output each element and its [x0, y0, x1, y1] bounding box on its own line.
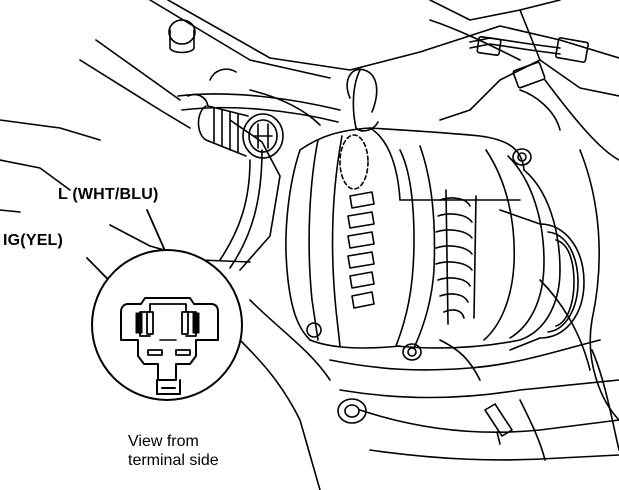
connector-latch — [156, 379, 181, 395]
terminal-l-slot — [192, 312, 200, 334]
view-caption: View from terminal side — [128, 432, 219, 470]
label-terminal-l: L (WHT/BLU) — [58, 186, 159, 203]
wire-harness — [177, 68, 379, 269]
terminal-slot-lower-right — [175, 349, 191, 356]
alternator — [285, 127, 585, 361]
caption-line-2: terminal side — [128, 452, 219, 469]
lower-frame-lines — [229, 299, 619, 490]
label-terminal-ig: IG(YEL) — [3, 232, 64, 249]
caption-line-1: View from — [128, 433, 199, 450]
connector-key-inner — [139, 303, 197, 337]
terminal-l-pin — [181, 311, 189, 335]
connector-face-inset — [91, 249, 243, 401]
terminal-slot-lower-left — [147, 349, 163, 356]
connector-plug — [187, 93, 284, 159]
connector-outline — [120, 297, 219, 381]
terminal-ig-pin — [146, 311, 154, 335]
terminal-ig-slot — [135, 312, 143, 334]
engine-frame-lines — [0, 0, 619, 421]
